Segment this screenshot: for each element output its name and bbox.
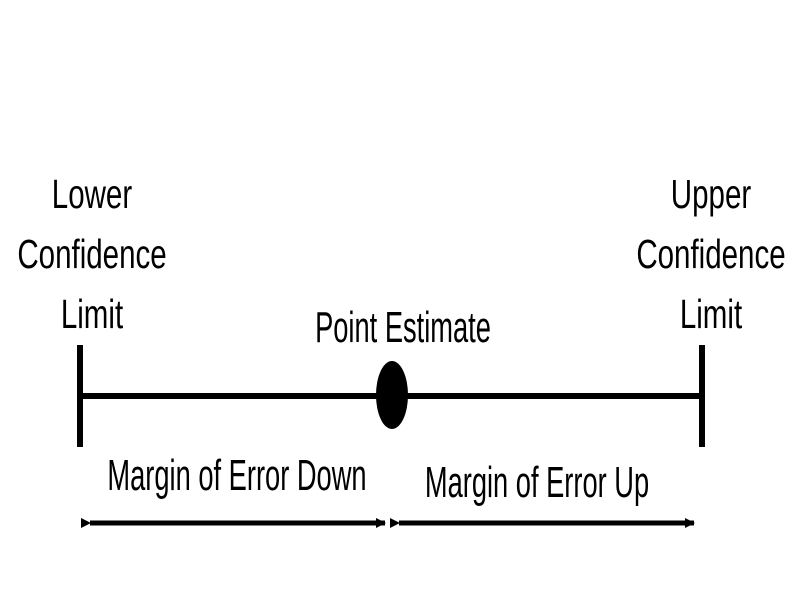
lower-limit-line-2: Confidence (17, 231, 166, 277)
margin-down-label: Margin of Error Down (107, 450, 366, 499)
point-estimate-label: Point Estimate (315, 302, 491, 351)
upper-limit-line-2: Confidence (636, 231, 785, 277)
lower-limit-line-3: Limit (61, 291, 123, 337)
point-estimate-dot (376, 361, 408, 429)
upper-limit-line-3: Limit (680, 291, 742, 337)
lower-limit-label: Lower Confidence Limit (17, 171, 166, 337)
lower-limit-line-1: Lower (52, 171, 132, 217)
upper-limit-line-1: Upper (671, 171, 751, 217)
upper-limit-label: Upper Confidence Limit (636, 171, 785, 337)
margin-up-label: Margin of Error Up (425, 457, 649, 506)
